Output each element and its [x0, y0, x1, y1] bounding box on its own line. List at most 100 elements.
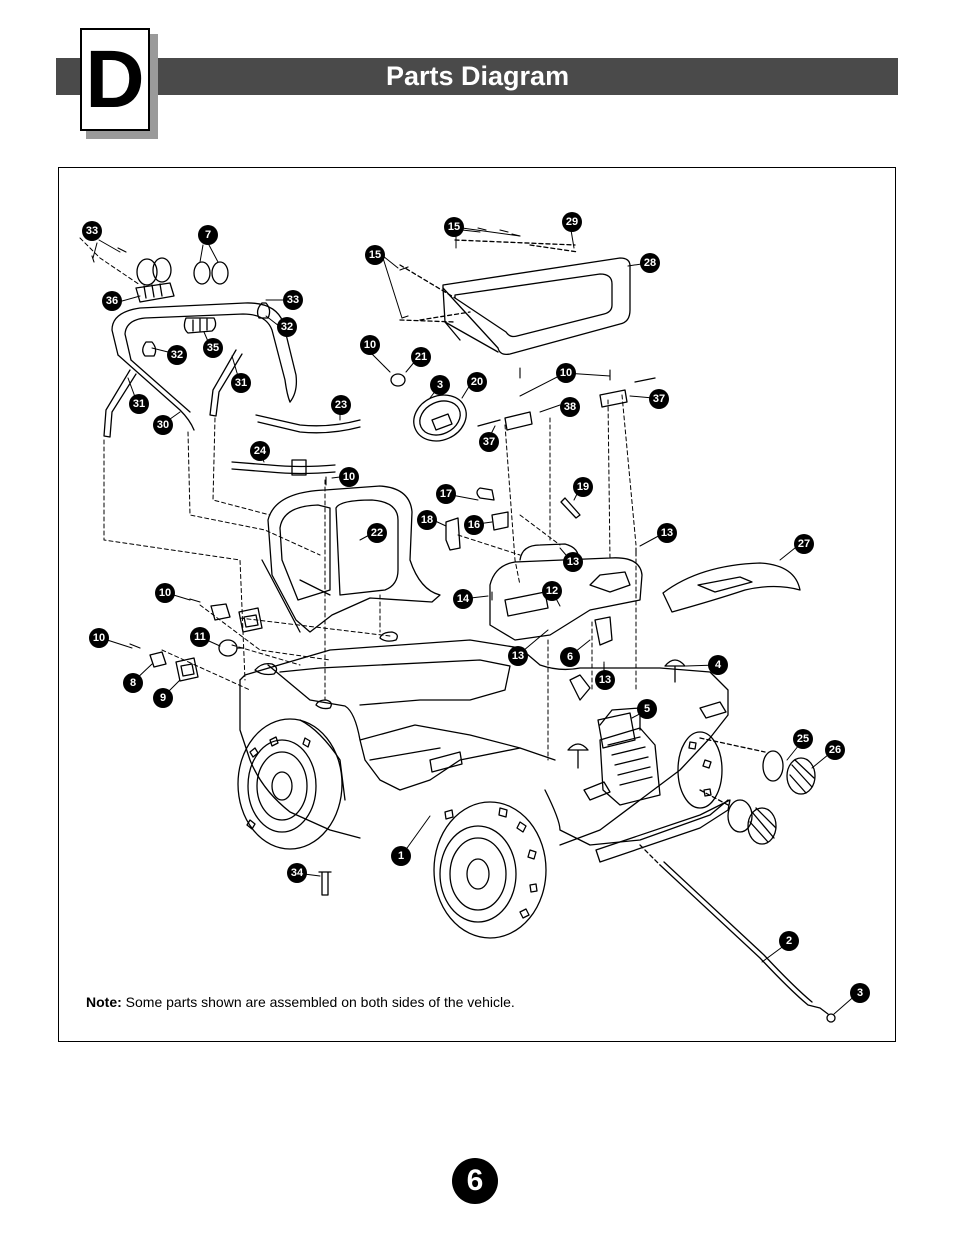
callout-31a: 31 — [231, 373, 251, 393]
callout-33b: 33 — [283, 290, 303, 310]
callout-29: 29 — [562, 212, 582, 232]
svg-text:18: 18 — [421, 514, 433, 526]
svg-text:2: 2 — [786, 935, 792, 947]
svg-text:16: 16 — [468, 519, 480, 531]
assembly-note: Note: Some parts shown are assembled on … — [86, 994, 515, 1010]
svg-text:13: 13 — [661, 527, 673, 539]
svg-text:25: 25 — [797, 733, 809, 745]
callout-22: 22 — [367, 523, 387, 543]
callout-27: 27 — [794, 534, 814, 554]
callout-28: 28 — [640, 253, 660, 273]
svg-text:35: 35 — [207, 342, 219, 354]
callout-26: 26 — [825, 740, 845, 760]
part-callouts: 33 7 36 33 32 35 32 31 31 30 15 29 15 28… — [82, 212, 870, 1003]
callout-10e: 10 — [89, 628, 109, 648]
callout-3a: 3 — [430, 375, 450, 395]
svg-text:24: 24 — [254, 445, 267, 457]
section-tab — [80, 28, 150, 131]
callout-14: 14 — [453, 589, 473, 609]
callout-33a: 33 — [82, 221, 102, 241]
svg-text:5: 5 — [644, 703, 650, 715]
svg-text:31: 31 — [133, 398, 145, 410]
callout-38: 38 — [560, 397, 580, 417]
note-text: Some parts shown are assembled on both s… — [121, 994, 515, 1010]
callout-9: 9 — [153, 688, 173, 708]
svg-text:14: 14 — [457, 593, 470, 605]
svg-text:13: 13 — [599, 674, 611, 686]
callout-23: 23 — [331, 395, 351, 415]
callout-19: 19 — [573, 477, 593, 497]
wire-harness-illustration — [231, 414, 361, 476]
svg-text:32: 32 — [281, 321, 293, 333]
section-title-bar — [56, 58, 898, 95]
svg-text:21: 21 — [415, 351, 427, 363]
callout-13d: 13 — [595, 670, 615, 690]
svg-text:10: 10 — [343, 471, 355, 483]
svg-text:6: 6 — [567, 651, 573, 663]
callout-10c: 10 — [339, 467, 359, 487]
callout-12: 12 — [542, 581, 562, 601]
tie-rod-illustration — [639, 844, 836, 1023]
callout-16: 16 — [464, 515, 484, 535]
svg-text:20: 20 — [471, 376, 483, 388]
svg-text:29: 29 — [566, 216, 578, 228]
svg-text:23: 23 — [335, 399, 347, 411]
note-label: Note: — [86, 994, 122, 1010]
lights-illustration — [699, 737, 816, 845]
svg-text:15: 15 — [369, 249, 381, 261]
svg-text:19: 19 — [577, 481, 589, 493]
svg-text:4: 4 — [715, 659, 722, 671]
section-title: Parts Diagram — [386, 61, 570, 91]
diagram-frame — [58, 167, 896, 1042]
svg-text:11: 11 — [194, 631, 206, 643]
callout-15a: 15 — [444, 217, 464, 237]
callout-17: 17 — [436, 484, 456, 504]
svg-text:12: 12 — [546, 585, 558, 597]
svg-text:3: 3 — [857, 987, 863, 999]
callout-36: 36 — [102, 291, 122, 311]
vehicle-body-illustration — [239, 631, 731, 863]
callout-13a: 13 — [563, 552, 583, 572]
callout-13c: 13 — [508, 646, 528, 666]
svg-text:8: 8 — [130, 677, 136, 689]
callout-31b: 31 — [129, 394, 149, 414]
callout-10d: 10 — [155, 583, 175, 603]
svg-text:1: 1 — [398, 850, 404, 862]
callout-15b: 15 — [365, 245, 385, 265]
svg-text:13: 13 — [567, 556, 579, 568]
svg-text:26: 26 — [829, 744, 841, 756]
callout-5: 5 — [637, 699, 657, 719]
svg-text:10: 10 — [93, 632, 105, 644]
svg-text:3: 3 — [437, 379, 443, 391]
callout-37a: 37 — [649, 389, 669, 409]
svg-text:28: 28 — [644, 257, 656, 269]
page-number: 6 — [452, 1158, 498, 1204]
svg-text:37: 37 — [483, 436, 495, 448]
callout-18: 18 — [417, 510, 437, 530]
callout-24: 24 — [250, 441, 270, 461]
battery-illustration — [594, 616, 636, 749]
callout-10a: 10 — [360, 335, 380, 355]
callout-21: 21 — [411, 347, 431, 367]
svg-text:31: 31 — [235, 377, 247, 389]
svg-text:36: 36 — [106, 295, 118, 307]
callout-3b: 3 — [850, 983, 870, 1003]
svg-text:38: 38 — [564, 401, 576, 413]
svg-text:30: 30 — [157, 419, 169, 431]
svg-text:33: 33 — [287, 294, 299, 306]
assembly-lines — [79, 237, 637, 761]
svg-text:22: 22 — [371, 527, 383, 539]
callout-13b: 13 — [657, 523, 677, 543]
callout-37b: 37 — [479, 432, 499, 452]
brackets-illustration — [445, 487, 581, 551]
callout-1: 1 — [391, 846, 411, 866]
callout-6: 6 — [560, 647, 580, 667]
svg-text:7: 7 — [205, 229, 211, 241]
svg-text:32: 32 — [171, 349, 183, 361]
svg-text:15: 15 — [448, 221, 460, 233]
switches-illustration — [477, 377, 656, 431]
svg-text:34: 34 — [291, 867, 304, 879]
steering-wheel-illustration — [390, 373, 467, 442]
svg-text:10: 10 — [560, 367, 572, 379]
